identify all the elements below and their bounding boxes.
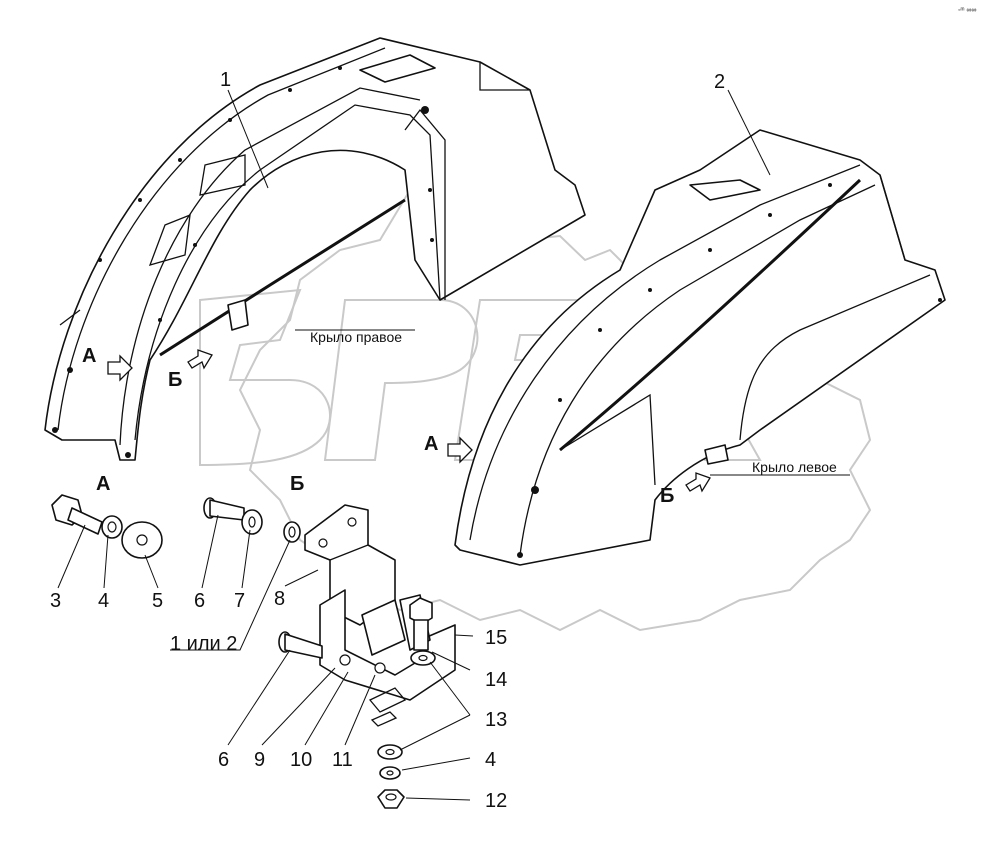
part-13-washer-upper (410, 650, 436, 666)
part-14-bolt (409, 597, 433, 651)
label-part-13: 13 (485, 709, 507, 731)
label-part-4-lower: 4 (485, 749, 496, 771)
view-arrow-b-right (187, 349, 213, 370)
part-3-bolt (51, 494, 103, 535)
part-12-nut (377, 789, 405, 809)
label-part-8: 8 (274, 588, 285, 610)
label-part-11: 11 (332, 749, 353, 771)
label-part-5: 5 (152, 590, 163, 612)
label-part-15: 15 (485, 627, 507, 649)
part-6-bolt-lower (278, 631, 323, 659)
label-part-9: 9 (254, 749, 265, 771)
label-part-6-upper: 6 (194, 590, 205, 612)
view-label-b-left: Б (660, 485, 674, 507)
part-6-bolt-upper (203, 497, 245, 521)
view-label-a-left: А (424, 433, 438, 455)
label-part-6-lower: 6 (218, 749, 229, 771)
view-arrow-a-right (107, 354, 133, 382)
label-part-14: 14 (485, 669, 507, 691)
part-13-washer-lower (377, 744, 403, 760)
caption-right-fender: Крыло правое (310, 329, 402, 345)
label-one-or-two: 1 или 2 (170, 633, 237, 655)
label-part-2: 2 (714, 71, 725, 93)
view-arrow-b-left (685, 472, 711, 493)
caption-left-fender: Крыло левое (752, 459, 837, 475)
part-7-washer (241, 509, 263, 535)
left-fender (454, 129, 946, 566)
view-title-b: Б (290, 473, 304, 495)
part-4-washer (101, 515, 123, 539)
label-part-10: 10 (290, 749, 312, 771)
label-part-12: 12 (485, 790, 507, 812)
label-part-4: 4 (98, 590, 109, 612)
label-part-3: 3 (50, 590, 61, 612)
label-part-7: 7 (234, 590, 245, 612)
label-part-1: 1 (220, 69, 231, 91)
leader-lines (57, 89, 850, 801)
part-8-washer (283, 521, 301, 543)
view-title-a: А (96, 473, 110, 495)
view-label-b-right: Б (168, 369, 182, 391)
part-5-washer (121, 521, 163, 559)
view-arrow-a-left (447, 436, 473, 464)
corner-mark: ◦ᵐ ∞∞ (958, 7, 976, 14)
part-4-spring-washer (379, 766, 401, 780)
view-label-a-right: А (82, 345, 96, 367)
right-fender (44, 37, 586, 461)
